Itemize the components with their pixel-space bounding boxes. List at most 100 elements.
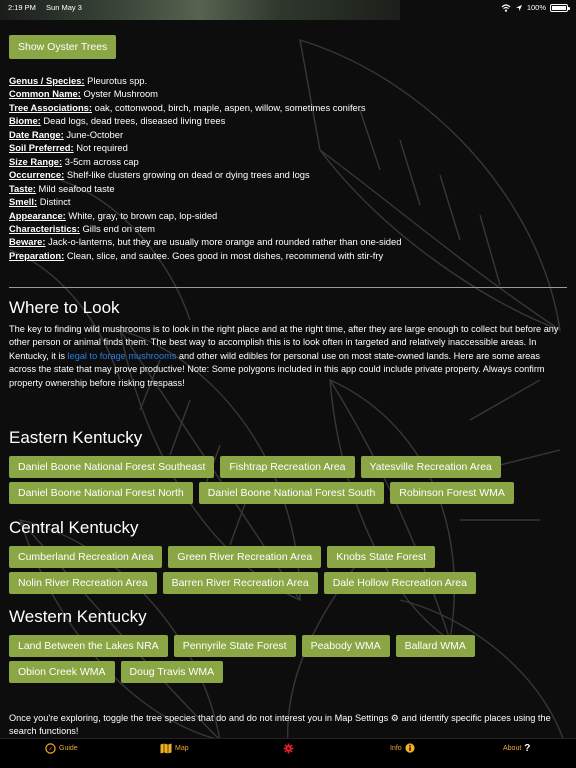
tab-guide-label: Guide: [59, 745, 78, 752]
wifi-icon: [501, 3, 511, 12]
map-icon: [160, 743, 172, 754]
header-photo: [0, 0, 400, 20]
species-row: Biome: Dead logs, dead trees, diseased l…: [9, 114, 569, 127]
species-label: Smell:: [9, 196, 38, 208]
species-value: Not required: [76, 142, 128, 154]
species-row: Date Range: June-October: [9, 128, 569, 141]
species-details: Genus / Species: Pleurotus spp.Common Na…: [9, 74, 569, 262]
show-oyster-trees-button[interactable]: Show Oyster Trees: [9, 35, 117, 59]
question-icon: ?: [524, 743, 531, 754]
species-label: Soil Preferred:: [9, 142, 74, 154]
tab-about-label: About: [503, 745, 522, 752]
species-row: Soil Preferred: Not required: [9, 141, 569, 154]
species-row: Smell: Distinct: [9, 195, 569, 208]
species-label: Characteristics:: [9, 222, 80, 234]
area-button[interactable]: Cumberland Recreation Area: [9, 546, 163, 568]
area-button[interactable]: Yatesville Recreation Area: [360, 456, 501, 478]
species-row: Occurrence: Shelf-like clusters growing …: [9, 168, 569, 181]
area-button[interactable]: Barren River Recreation Area: [162, 572, 318, 594]
area-button[interactable]: Land Between the Lakes NRA: [9, 635, 168, 657]
tab-map[interactable]: Map: [160, 743, 189, 754]
area-button[interactable]: Pennyrile State Forest: [173, 635, 296, 657]
area-button[interactable]: Robinson Forest WMA: [390, 482, 514, 504]
species-label: Common Name:: [9, 88, 81, 100]
tip-text-start: Once you're exploring, toggle the tree s…: [9, 713, 391, 723]
species-row: Beware: Jack-o-lanterns, but they are us…: [9, 235, 569, 248]
divider: [9, 287, 567, 288]
species-value: Gills end on stem: [82, 222, 155, 234]
status-date: Sun May 3: [46, 3, 82, 12]
area-button[interactable]: Peabody WMA: [301, 635, 390, 657]
tab-bar: Guide Map Info About ?: [0, 738, 576, 768]
species-row: Appearance: White, gray, to brown cap, l…: [9, 209, 569, 222]
species-label: Preparation:: [9, 249, 65, 261]
area-button[interactable]: Obion Creek WMA: [9, 661, 115, 683]
species-row: Genus / Species: Pleurotus spp.: [9, 74, 569, 87]
area-button[interactable]: Knobs State Forest: [327, 546, 436, 568]
species-label: Date Range:: [9, 128, 64, 140]
species-value: Dead logs, dead trees, diseased living t…: [43, 115, 226, 127]
info-icon: [405, 743, 415, 753]
tab-settings[interactable]: [283, 743, 294, 754]
gear-icon: [283, 743, 294, 754]
region-title: Eastern Kentucky: [9, 428, 143, 447]
species-label: Size Range:: [9, 155, 63, 167]
tab-info[interactable]: Info: [390, 743, 415, 753]
tab-map-label: Map: [175, 745, 189, 752]
area-button[interactable]: Dale Hollow Recreation Area: [323, 572, 476, 594]
species-value: Pleurotus spp.: [87, 75, 148, 86]
species-label: Tree Associations:: [9, 101, 93, 113]
tab-guide[interactable]: Guide: [45, 743, 78, 754]
tab-info-label: Info: [390, 744, 402, 752]
species-label: Biome:: [9, 115, 41, 127]
battery-percent: 100%: [526, 3, 546, 12]
species-value: Distinct: [39, 196, 71, 208]
location-icon: [515, 4, 522, 11]
area-button[interactable]: Ballard WMA: [395, 635, 475, 657]
species-row: Common Name: Oyster Mushroom: [9, 87, 569, 100]
area-button[interactable]: Daniel Boone National Forest North: [9, 482, 193, 504]
where-to-look-heading: Where to Look: [9, 298, 120, 317]
area-button[interactable]: Daniel Boone National Forest South: [198, 482, 385, 504]
species-label: Beware:: [9, 236, 46, 248]
species-value: oak, cottonwood, birch, maple, aspen, wi…: [94, 101, 366, 113]
species-value: White, gray, to brown cap, lop-sided: [68, 209, 218, 221]
status-bar: 2:19 PM Sun May 3 100%: [0, 0, 576, 14]
region-title: Western Kentucky: [9, 607, 147, 626]
species-row: Preparation: Clean, slice, and sautee. G…: [9, 249, 569, 262]
species-row: Size Range: 3-5cm across cap: [9, 155, 569, 168]
species-label: Genus / Species:: [9, 75, 85, 86]
species-label: Occurrence:: [9, 169, 65, 181]
species-label: Appearance:: [9, 209, 66, 221]
battery-icon: [550, 3, 570, 12]
area-button[interactable]: Nolin River Recreation Area: [9, 572, 157, 594]
area-button[interactable]: Daniel Boone National Forest Southeast: [9, 456, 215, 478]
map-settings-tip: Once you're exploring, toggle the tree s…: [9, 712, 569, 739]
tip-text-end: and identify specific places using the s…: [9, 713, 551, 737]
region-title: Central Kentucky: [9, 518, 139, 537]
species-value: June-October: [66, 128, 124, 140]
species-row: Taste: Mild seafood taste: [9, 182, 569, 195]
intro-text-start: The key to finding wild mushrooms is to …: [9, 324, 559, 361]
species-value: 3-5cm across cap: [64, 155, 139, 167]
species-value: Jack-o-lanterns, but they are usually mo…: [48, 236, 402, 248]
tab-about[interactable]: About ?: [503, 743, 530, 754]
species-row: Tree Associations: oak, cottonwood, birc…: [9, 101, 569, 114]
where-to-look-intro: The key to finding wild mushrooms is to …: [9, 323, 569, 390]
area-button[interactable]: Fishtrap Recreation Area: [220, 456, 355, 478]
species-value: Mild seafood taste: [38, 182, 115, 194]
area-button[interactable]: Green River Recreation Area: [168, 546, 322, 568]
legal-to-forage-link[interactable]: legal to forage mushrooms: [67, 350, 177, 361]
status-time: 2:19 PM: [8, 3, 36, 12]
area-button[interactable]: Doug Travis WMA: [120, 661, 224, 683]
compass-icon: [45, 743, 56, 754]
species-value: Shelf-like clusters growing on dead or d…: [66, 169, 310, 181]
species-row: Characteristics: Gills end on stem: [9, 222, 569, 235]
species-label: Taste:: [9, 182, 36, 194]
species-value: Oyster Mushroom: [83, 88, 159, 100]
